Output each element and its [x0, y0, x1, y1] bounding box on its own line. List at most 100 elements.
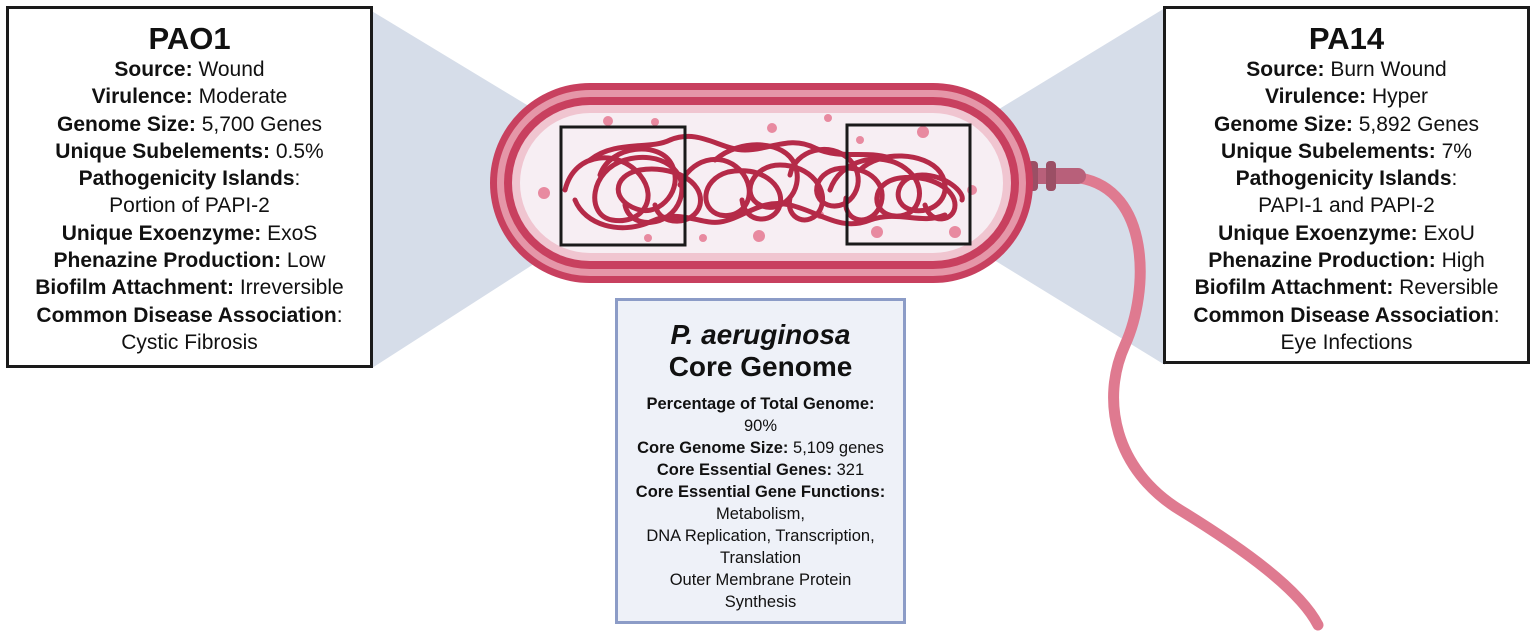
- basal-ring: [1046, 161, 1056, 191]
- colon: :: [185, 85, 193, 109]
- field-label: Unique Exoenzyme: [61, 221, 255, 245]
- field-value: 7%: [1441, 139, 1472, 163]
- field-label: Source: [1246, 58, 1318, 81]
- colon: :: [1428, 249, 1436, 273]
- field-label: Biofilm Attachment: [35, 276, 227, 300]
- pao1-title: PAO1: [148, 21, 231, 56]
- colon: :: [188, 112, 196, 136]
- chromosome-dna: [562, 133, 965, 231]
- field-value: Hyper: [1371, 85, 1429, 109]
- field-value: 5,700 Genes: [201, 112, 322, 136]
- core-function-line: Translation: [719, 549, 801, 567]
- flagellum: [1074, 172, 1324, 631]
- pao1-genome-size: Genome Size: 5,700 Genes: [9, 111, 370, 138]
- core-title: Core Genome: [668, 351, 853, 382]
- field-value: Reversible: [1399, 276, 1499, 300]
- right-magnify-square: [845, 123, 972, 246]
- pa14-phenazine-production: Phenazine Production: High: [1166, 247, 1527, 274]
- pa14-pathogenicity-islands-value: PAPI-1 and PAPI-2: [1258, 194, 1435, 218]
- core-function-line: Metabolism,: [716, 505, 805, 523]
- core-species: P. aeruginosa: [670, 319, 851, 350]
- field-label: Phenazine Production: [53, 249, 275, 273]
- field-value: Irreversible: [239, 276, 344, 300]
- field-label: Genome Size: [1214, 112, 1346, 136]
- pao1-unique-exoenzyme: Unique Exoenzyme: ExoS: [9, 220, 370, 247]
- pa14-disease-value: Eye Infections: [1280, 330, 1413, 354]
- colon: :: [227, 276, 234, 300]
- field-label: Source: [114, 58, 186, 81]
- pa14-info-box: PA14 Source: Burn Wound Virulence: Hyper…: [1163, 6, 1530, 364]
- pa14-biofilm-attachment: Biofilm Attachment: Reversible: [1166, 274, 1527, 301]
- right-zoom-cone: [968, 8, 1165, 365]
- core-function-line: DNA Replication, Transcription,: [646, 527, 875, 545]
- core-functions-label: Core Essential Gene Functions:: [618, 481, 903, 503]
- core-function-line: Outer Membrane Protein: [669, 571, 852, 589]
- colon: :: [262, 139, 270, 163]
- field-label: Pathogenicity Islands: [1235, 167, 1452, 191]
- field-label: Pathogenicity Islands: [78, 167, 295, 191]
- colon: :: [1386, 276, 1394, 300]
- colon: :: [185, 58, 193, 81]
- core-size: Core Genome Size: 5,109 genes: [618, 437, 903, 459]
- pao1-pathogenicity-islands-value: Portion of PAPI-2: [109, 194, 270, 218]
- field-value: 5,109 genes: [793, 439, 884, 457]
- colon: :: [1317, 58, 1325, 81]
- field-label: Biofilm Attachment: [1194, 276, 1387, 300]
- pao1-virulence: Virulence: Moderate: [9, 83, 370, 110]
- colon: :: [1428, 139, 1436, 163]
- field-label: Unique Subelements: [1221, 139, 1429, 163]
- pa14-virulence: Virulence: Hyper: [1166, 83, 1527, 110]
- field-value: ExoU: [1423, 221, 1475, 245]
- colon: :: [1410, 221, 1418, 245]
- field-value: Low: [286, 249, 326, 273]
- pa14-pathogenicity-islands-label: Pathogenicity Islands:: [1235, 167, 1458, 191]
- colon: :: [254, 221, 262, 245]
- field-value: 0.5%: [275, 139, 324, 163]
- colon: :: [826, 461, 833, 479]
- pao1-pathogenicity-islands-label: Pathogenicity Islands:: [78, 167, 301, 191]
- colon: :: [274, 249, 282, 273]
- pa14-unique-exoenzyme: Unique Exoenzyme: ExoU: [1166, 220, 1527, 247]
- pa14-unique-subelements: Unique Subelements: 7%: [1166, 138, 1527, 165]
- field-value: 5,892 Genes: [1358, 112, 1479, 136]
- colon: :: [879, 483, 886, 501]
- core-essential-genes: Core Essential Genes: 321: [618, 459, 903, 481]
- pa14-genome-size: Genome Size: 5,892 Genes: [1166, 111, 1527, 138]
- field-label: Genome Size: [57, 112, 189, 136]
- left-magnify-square: [559, 125, 687, 247]
- pa14-source: Source: Burn Wound: [1166, 56, 1527, 83]
- colon: :: [1345, 112, 1353, 136]
- pa14-disease-label: Common Disease Association:: [1193, 303, 1500, 327]
- field-value: 321: [836, 461, 865, 479]
- field-value: Wound: [198, 58, 265, 81]
- field-label: Common Disease Association: [36, 303, 337, 327]
- field-label: Common Disease Association: [1193, 303, 1494, 327]
- colon: :: [782, 439, 789, 457]
- field-value: ExoS: [267, 221, 318, 245]
- pao1-disease-label: Common Disease Association:: [36, 303, 343, 327]
- pao1-unique-subelements: Unique Subelements: 0.5%: [9, 138, 370, 165]
- field-label: Unique Subelements: [55, 139, 263, 163]
- pa14-title: PA14: [1308, 21, 1385, 56]
- core-pct-value: 90%: [743, 417, 778, 435]
- ribosomes: [538, 114, 977, 242]
- pao1-source: Source: Wound: [9, 56, 370, 83]
- pao1-biofilm-attachment: Biofilm Attachment: Irreversible: [9, 274, 370, 301]
- field-label: Phenazine Production: [1208, 249, 1429, 273]
- field-value: High: [1441, 249, 1485, 273]
- field-label: Virulence: [1264, 85, 1360, 109]
- field-value: Moderate: [198, 85, 288, 109]
- field-label: Unique Exoenzyme: [1218, 221, 1411, 245]
- field-label: Core Essential Gene Functions: [635, 483, 880, 501]
- core-genome-box: P. aeruginosa Core Genome Percentage of …: [615, 298, 906, 624]
- field-label: Core Genome Size: [637, 439, 783, 457]
- colon: :: [1359, 85, 1367, 109]
- field-label: Percentage of Total Genome:: [646, 395, 875, 413]
- field-label: Core Essential Genes: [656, 461, 827, 479]
- pao1-disease-value: Cystic Fibrosis: [121, 330, 258, 354]
- field-value: Burn Wound: [1330, 58, 1447, 81]
- field-label: Virulence: [91, 85, 186, 109]
- pao1-info-box: PAO1 Source: Wound Virulence: Moderate G…: [6, 6, 373, 368]
- core-pct-label: Percentage of Total Genome:: [618, 393, 903, 415]
